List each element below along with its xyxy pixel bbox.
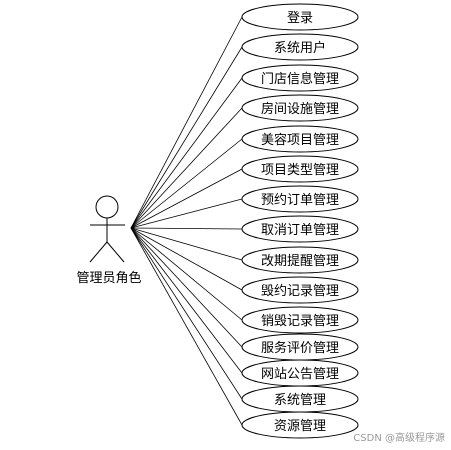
use-case-oval — [241, 125, 359, 153]
use-case: 网站公告管理 — [241, 359, 359, 387]
association-line — [130, 227, 243, 261]
use-case: 系统管理 — [241, 385, 359, 413]
association-lines — [130, 16, 243, 426]
use-case-oval — [241, 185, 359, 213]
use-case-oval — [241, 246, 359, 274]
actor-label: 管理员角色 — [76, 270, 141, 286]
use-case-oval — [241, 276, 359, 304]
use-case-label: 毁约记录管理 — [261, 284, 339, 299]
use-case-oval — [241, 64, 359, 92]
use-cases: 登录系统用户门店信息管理房间设施管理美容项目管理项目类型管理预约订单管理取消订单… — [241, 3, 359, 439]
use-case-oval — [241, 94, 359, 122]
use-case: 系统用户 — [241, 33, 359, 61]
association-line — [130, 198, 243, 229]
use-case: 改期提醒管理 — [241, 246, 359, 274]
use-case-oval — [241, 306, 359, 334]
use-case-oval — [241, 411, 359, 439]
use-case-label: 资源管理 — [274, 419, 326, 434]
association-line — [130, 227, 243, 400]
use-case-oval — [241, 215, 359, 243]
use-case: 毁约记录管理 — [241, 276, 359, 304]
use-case-label: 系统管理 — [274, 393, 326, 408]
association-line — [130, 138, 243, 229]
association-line — [130, 227, 243, 348]
actor-head — [95, 195, 119, 219]
watermark: CSDN @高级程序源 — [353, 433, 445, 444]
use-case: 房间设施管理 — [241, 94, 359, 122]
association-line — [130, 168, 243, 229]
use-case-label: 改期提醒管理 — [261, 253, 339, 269]
use-case-label: 项目类型管理 — [261, 163, 339, 178]
use-case-label: 系统用户 — [274, 40, 326, 56]
use-case-oval — [241, 3, 359, 31]
association-line — [130, 227, 243, 374]
use-case: 门店信息管理 — [241, 64, 359, 92]
use-case: 销毁记录管理 — [241, 306, 359, 334]
use-case-label: 美容项目管理 — [261, 132, 339, 148]
use-case: 美容项目管理 — [241, 125, 359, 153]
use-case: 登录 — [241, 3, 359, 31]
use-case-oval — [241, 155, 359, 183]
use-case-label: 取消订单管理 — [261, 223, 339, 238]
actor-left-leg — [89, 241, 108, 263]
association-line — [130, 227, 243, 321]
association-line — [130, 16, 243, 229]
use-case-label: 房间设施管理 — [261, 101, 339, 117]
use-case: 取消订单管理 — [241, 215, 359, 243]
actor-figure — [89, 195, 125, 263]
association-line — [130, 227, 243, 230]
use-case: 预约订单管理 — [241, 185, 359, 213]
association-line — [130, 46, 243, 229]
use-case: 资源管理 — [241, 411, 359, 439]
association-line — [130, 77, 243, 229]
association-line — [130, 107, 243, 229]
use-case: 服务评价管理 — [241, 333, 359, 361]
use-case-label: 网站公告管理 — [261, 367, 339, 382]
association-line — [130, 227, 243, 291]
association-line — [130, 227, 243, 426]
use-case-label: 服务评价管理 — [261, 340, 339, 356]
actor-right-leg — [106, 241, 125, 263]
use-case-oval — [241, 33, 359, 61]
use-case-label: 销毁记录管理 — [261, 314, 339, 329]
use-case: 项目类型管理 — [241, 155, 359, 183]
use-case-label: 登录 — [287, 11, 313, 26]
use-case-label: 预约订单管理 — [261, 193, 339, 208]
use-case-label: 门店信息管理 — [261, 71, 339, 87]
